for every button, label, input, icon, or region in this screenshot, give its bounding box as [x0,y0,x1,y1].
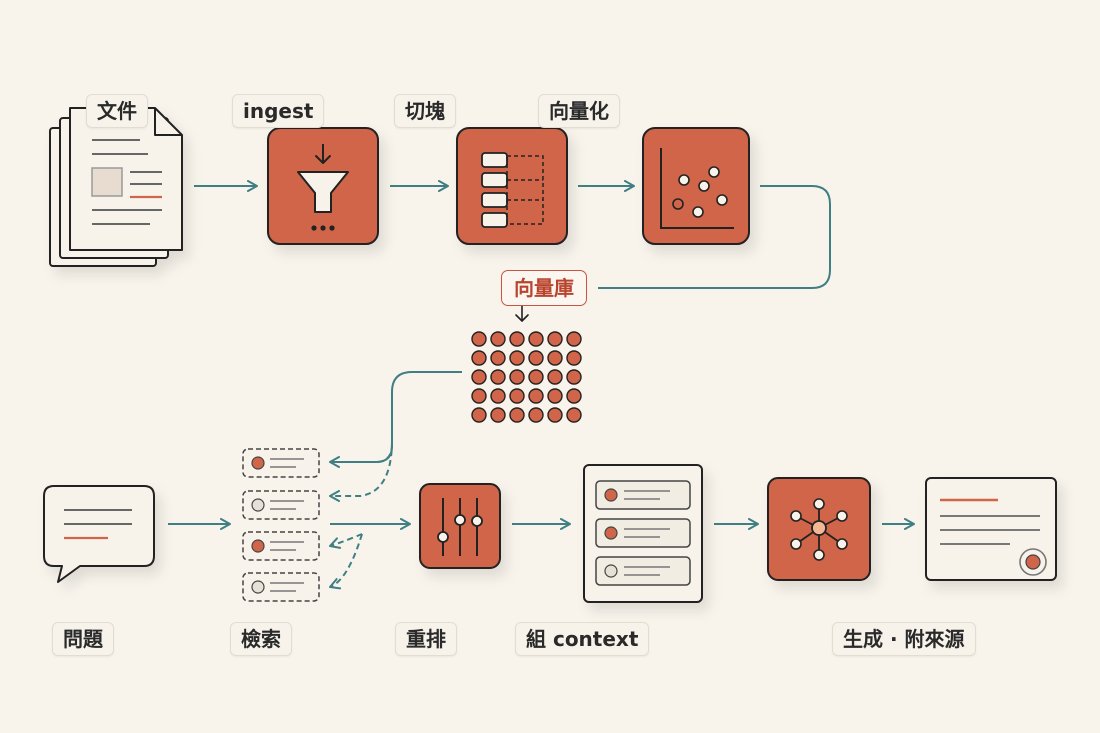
vector-dot [566,369,582,385]
vector-dot [566,350,582,366]
label-assemble-context: 組 context [515,622,650,656]
funnel-icon [267,127,379,245]
vector-dot [471,388,487,404]
document-with-seal-icon [925,477,1057,581]
vector-dot [547,369,563,385]
retrieved-chunks-icon [242,448,320,602]
vector-dot [528,369,544,385]
label-documents: 文件 [86,94,148,128]
vector-dot [528,331,544,347]
vector-dot [509,350,525,366]
label-rerank: 重排 [395,622,457,656]
vector-dot [547,388,563,404]
vector-dot [528,388,544,404]
vector-dot [490,388,506,404]
label-ingest: ingest [232,94,325,128]
question-bubble-icon [43,485,155,583]
label-retrieve: 檢索 [230,622,292,656]
label-generate-cite: 生成 · 附來源 [832,622,976,656]
vector-dot [471,331,487,347]
scatter-plot-icon [642,127,750,245]
vector-dot [509,331,525,347]
label-chunk: 切塊 [394,94,456,128]
vector-dot [509,407,525,423]
vector-dot [471,407,487,423]
connector-store-to-retrieve [329,371,462,468]
label-vector-store: 向量庫 [501,270,587,306]
label-question: 問題 [52,622,114,656]
vector-dot [566,331,582,347]
vector-grid-icon [471,331,582,423]
vector-dot [490,407,506,423]
vector-dot [509,388,525,404]
context-panel-icon [583,464,703,603]
vector-dot [528,407,544,423]
label-vectorize: 向量化 [538,94,620,128]
vector-dot [528,350,544,366]
vector-dot [566,407,582,423]
vector-dot [547,331,563,347]
dashed-arrow-retrieve-2 [329,439,393,502]
network-hub-icon [767,477,871,581]
vector-dot [547,350,563,366]
connector-vectorize-to-store [598,185,831,289]
vector-dot [490,350,506,366]
vector-dot [490,369,506,385]
vector-dot [490,331,506,347]
chunks-icon [456,127,568,245]
vector-dot [471,350,487,366]
vector-dot [547,407,563,423]
vector-dot [509,369,525,385]
vector-dot [566,388,582,404]
vector-dot [471,369,487,385]
sliders-icon [419,483,501,569]
documents-stack-icon [49,107,183,267]
